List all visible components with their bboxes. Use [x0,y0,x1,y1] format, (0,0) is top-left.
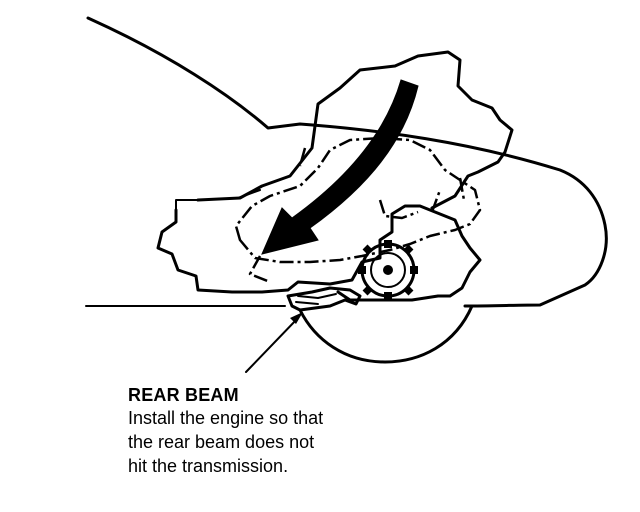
hood-outline [86,16,608,308]
gear-icon [358,240,418,300]
transmission-outline [378,177,466,220]
curved-arrow-icon [261,79,419,255]
engine-block-outline [156,204,482,302]
rear-beam-note: Install the engine so that the rear beam… [128,408,324,476]
rear-beam-detail [295,293,337,305]
rear-beam-leader [245,317,299,373]
rear-beam-callout: REAR BEAM Install the engine so that the… [128,384,428,478]
wheel-arch [298,304,474,364]
engine-dashed-inner [248,147,307,284]
rear-beam [286,286,362,312]
rear-beam-label: REAR BEAM [128,385,239,405]
rear-beam-leader-tip [290,312,303,324]
engine-bay-outline [175,189,261,211]
engine-intake-outline [196,50,514,210]
